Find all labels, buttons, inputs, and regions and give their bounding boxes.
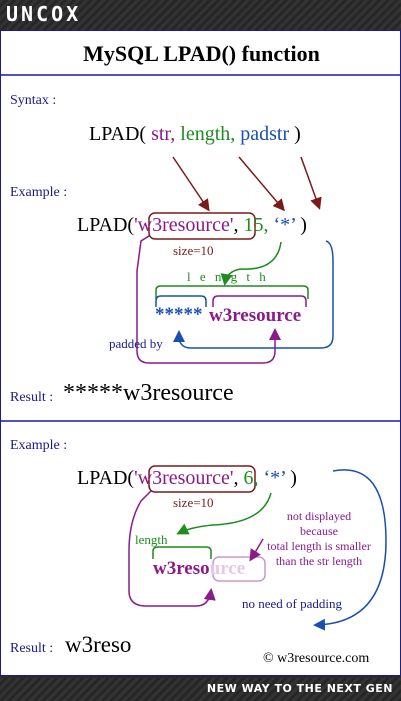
lpad-infographic: MySQL LPAD() function Syntax : LPAD( str…	[0, 30, 401, 676]
bottom-banner: NEW WAY TO THE NEXT GEN	[0, 678, 401, 701]
example1-length: 15,	[243, 214, 269, 236]
pad-bracket	[155, 295, 207, 307]
example2-result-str: w3resource	[153, 558, 245, 580]
tagline-text: NEW WAY TO THE NEXT GEN	[206, 682, 393, 695]
example2-padstr: ‘*’	[263, 467, 286, 489]
note-line: not displayed	[286, 509, 352, 523]
padstr-to-stars-arrow	[173, 240, 334, 349]
str-arrow	[172, 156, 210, 212]
example1-padded-by: padded by	[109, 336, 163, 351]
example2-comma: ,	[233, 467, 239, 489]
syntax-close: )	[294, 123, 301, 145]
example1-result-value: *****w3resource	[63, 380, 234, 406]
page-title: MySQL LPAD() function	[83, 41, 320, 66]
syntax-line: LPAD( str, length, padstr )	[89, 123, 301, 146]
example2-line: LPAD('w3resource', 6, ‘*’ )	[77, 467, 297, 490]
length-bracket	[155, 285, 309, 299]
syntax-fn: LPAD(	[89, 123, 147, 145]
example2-length-word: length	[135, 532, 168, 547]
example1-line: LPAD('w3resource', 15, ‘*’ )	[77, 214, 307, 237]
example1-pad-chars: *****	[155, 304, 203, 325]
example1-label: Example :	[10, 185, 68, 200]
example2-cut: urce	[209, 558, 246, 579]
example2-no-padding: no need of padding	[242, 596, 343, 611]
padstr-arrow	[300, 156, 322, 210]
padstr-loop-arrow	[313, 469, 387, 631]
diagram-canvas	[1, 74, 401, 631]
syntax-label: Syntax :	[10, 93, 57, 108]
syntax-str: str,	[151, 123, 176, 145]
note-line: because	[300, 524, 338, 538]
example1-comma: ,	[233, 214, 239, 236]
syntax-padstr: padstr	[240, 123, 290, 145]
example1-padstr: ‘*’	[273, 214, 296, 236]
str-box	[148, 212, 256, 240]
note-arrow	[249, 538, 264, 562]
example1-str: 'w3resource'	[134, 214, 234, 236]
length-bracket-2	[152, 546, 212, 559]
str-bracket	[212, 295, 307, 307]
top-banner: UNCOX	[0, 0, 401, 30]
example2-str: 'w3resource'	[134, 467, 234, 489]
uncox-logo: UNCOX	[6, 2, 82, 26]
str-to-result-arrow-2	[128, 490, 216, 607]
example1-length-word: l e n g t h	[187, 269, 269, 284]
length-arrow-2	[176, 492, 272, 535]
str-box-2	[148, 465, 256, 493]
example2-result-value: w3reso	[65, 632, 132, 657]
str-to-result-arrow	[136, 235, 281, 364]
example1-close: )	[300, 214, 307, 236]
example2-length: 6,	[243, 467, 259, 489]
example2-close: )	[290, 467, 297, 489]
example2-kept: w3reso	[153, 558, 210, 579]
length-arrow	[238, 156, 285, 212]
cut-box	[212, 556, 266, 582]
example2-fn: LPAD(	[77, 467, 135, 489]
copyright-text: © w3resource.com	[263, 651, 370, 666]
example2-label: Example :	[10, 438, 68, 453]
example1-size: size=10	[173, 243, 214, 258]
note-line: total length is smaller	[267, 539, 371, 553]
example1-fn: LPAD(	[77, 214, 135, 236]
example2-note: not displayed because total length is sm…	[259, 509, 379, 569]
example1-result-str: w3resource	[209, 305, 302, 326]
example1-result-label: Result :	[10, 390, 54, 405]
note-line: than the str length	[275, 554, 363, 568]
length-to-bracket-arrow	[220, 241, 282, 286]
syntax-length: length,	[180, 123, 236, 145]
example2-result-label: Result :	[10, 641, 54, 656]
example2-size: size=10	[173, 495, 214, 510]
